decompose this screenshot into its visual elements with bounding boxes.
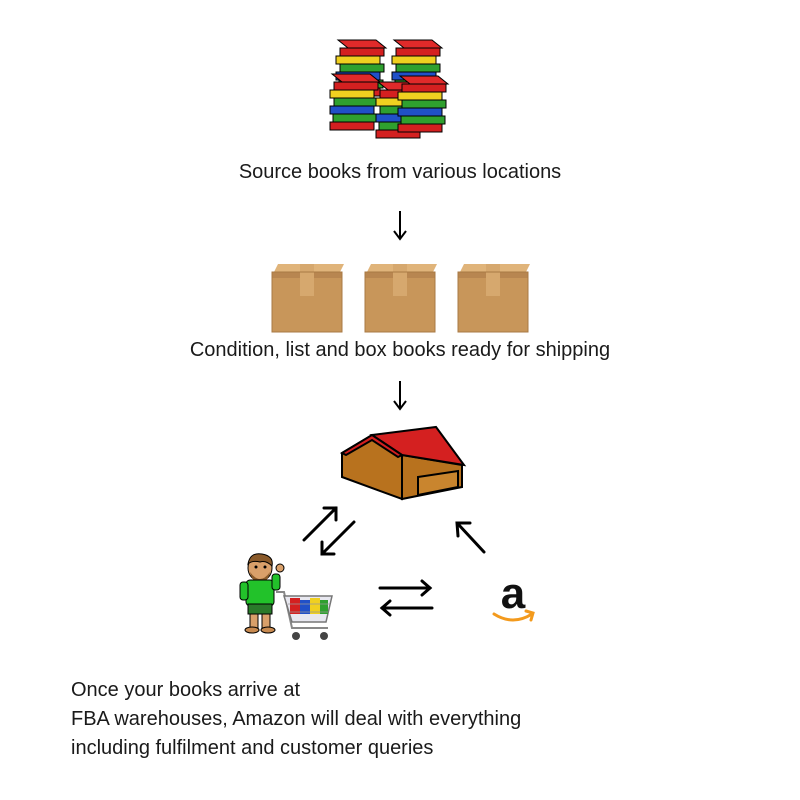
step-1-caption: Source books from various locations: [238, 161, 562, 183]
footer-line: including fulfilment and customer querie…: [71, 737, 434, 759]
amazon-to-warehouse-arrow: [452, 516, 492, 556]
books-stack-icon: [328, 38, 449, 139]
down-arrow-icon: [392, 210, 408, 242]
customer-warehouse-two-way-arrows: [298, 500, 360, 562]
footer-line: Once your books arrive at: [71, 679, 300, 701]
step-2-caption: Condition, list and box books ready for …: [189, 339, 611, 361]
cardboard-boxes-group: [268, 262, 538, 334]
down-arrow-icon: [392, 380, 408, 412]
amazon-logo-icon: a: [488, 569, 538, 628]
customer-amazon-two-way-arrows: [378, 578, 434, 618]
footer-text: Once your books arrive at FBA warehouses…: [71, 676, 521, 763]
amazon-logo-letter: a: [501, 569, 526, 618]
footer-line: FBA warehouses, Amazon will deal with ev…: [71, 708, 522, 730]
customer-with-cart-icon: [236, 552, 336, 648]
cardboard-box-icon: [364, 263, 438, 333]
cardboard-box-icon: [271, 263, 345, 333]
warehouse-icon: [338, 425, 468, 505]
cardboard-box-icon: [457, 263, 531, 333]
